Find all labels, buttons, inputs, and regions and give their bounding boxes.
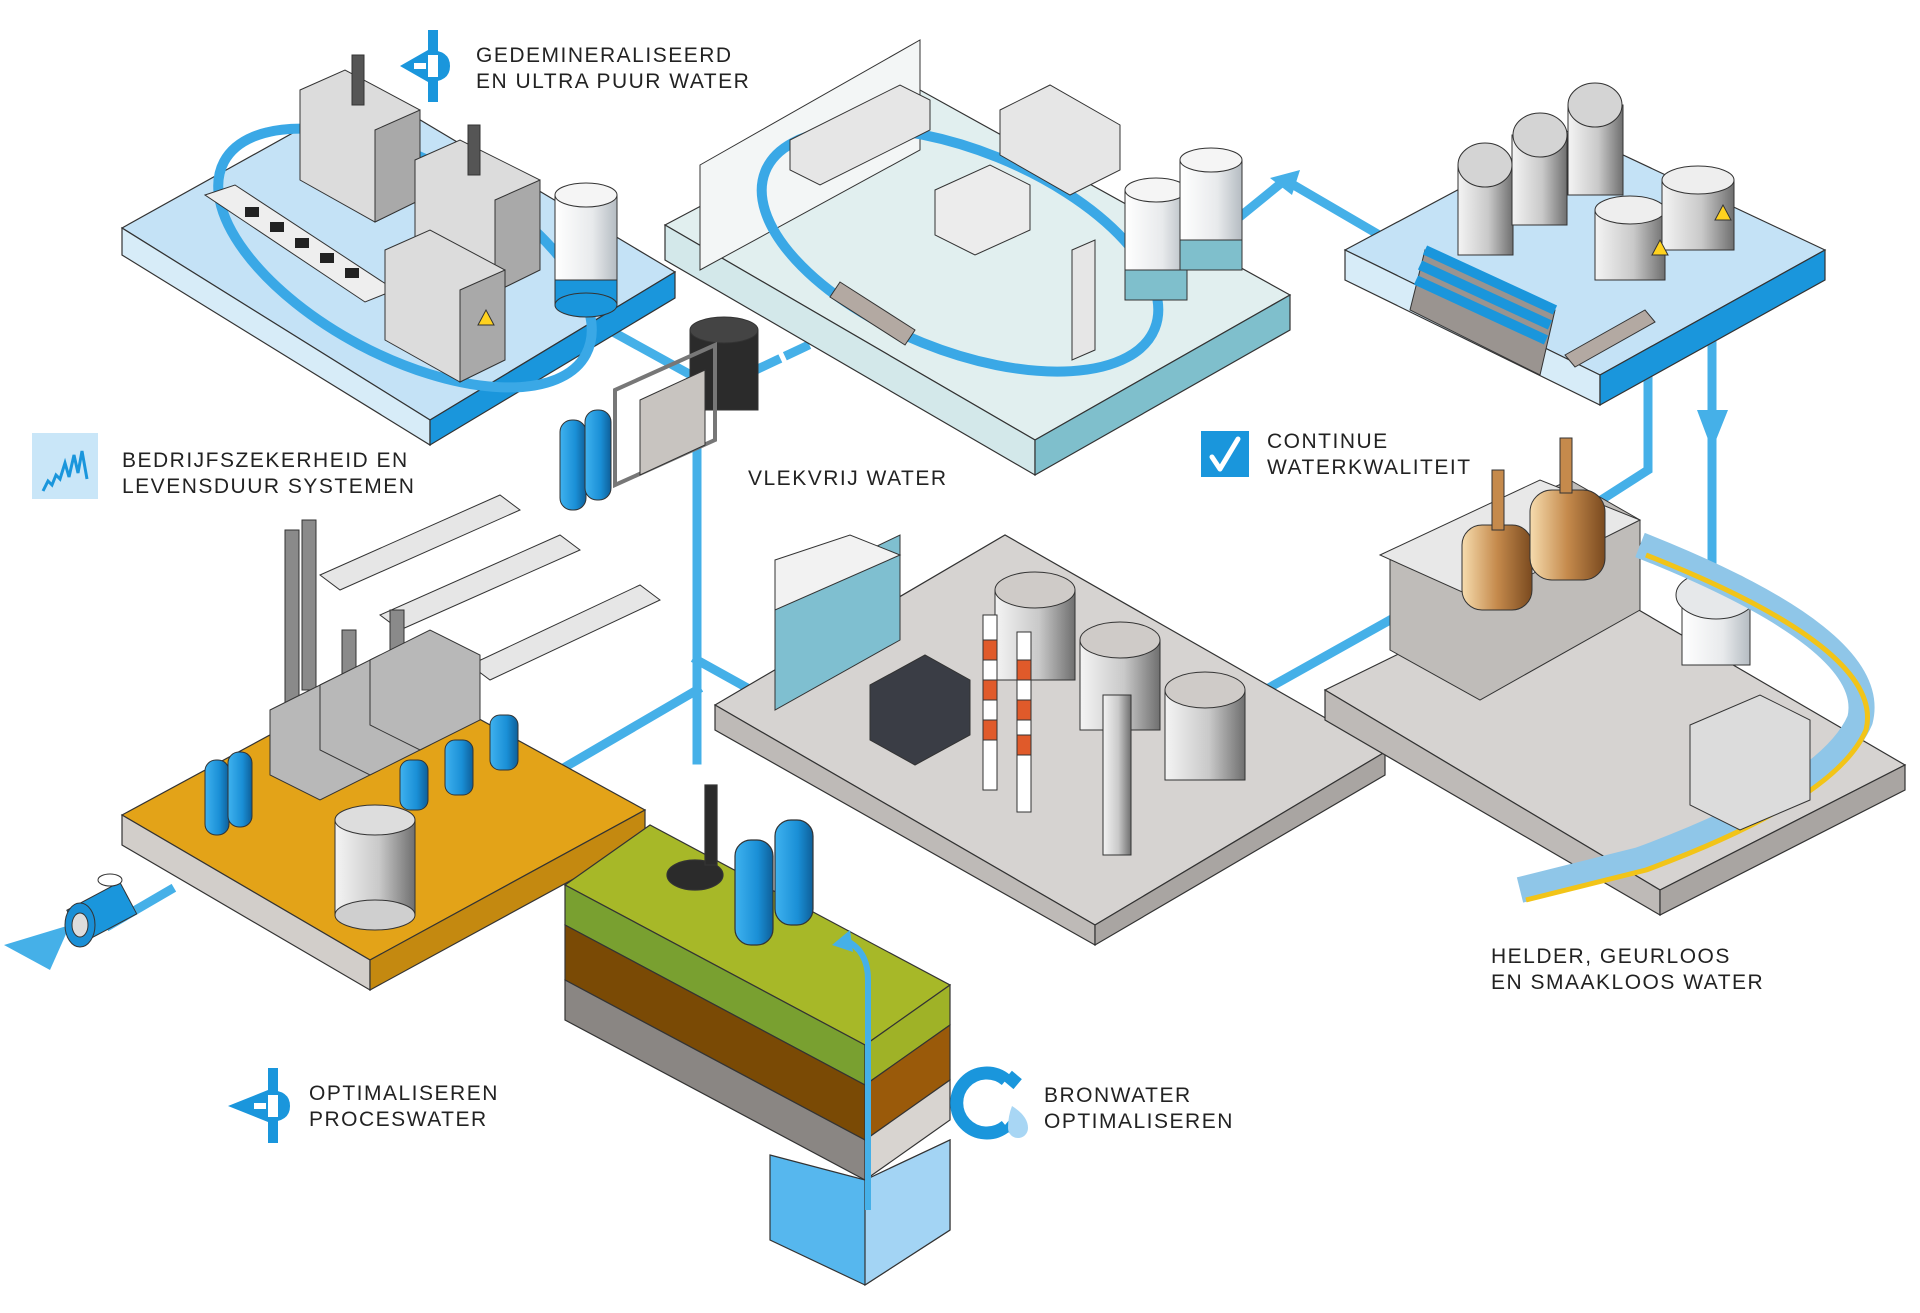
label-reliability: BEDRIJFSZEKERHEID EN LEVENSDUUR SYSTEMEN (122, 448, 415, 500)
inspection-tunnel (1689, 694, 1811, 831)
flow-arrow-outlet (4, 925, 70, 970)
cooling-column (1102, 694, 1132, 856)
label-line: HELDER, GEURLOOS (1491, 945, 1731, 968)
lab-bench (789, 84, 931, 186)
label-line: OPTIMALISEREN (1044, 1110, 1234, 1133)
boilers (269, 629, 481, 801)
striped-chimneys (982, 614, 1032, 813)
label-line: PROCESWATER (309, 1108, 488, 1131)
label-line: WATERKWALITEIT (1267, 456, 1472, 479)
magnet-drop-icon (950, 1066, 1028, 1140)
fan-coolers (319, 494, 661, 681)
lab-counter (999, 84, 1121, 196)
storage-tank (554, 182, 618, 318)
lab-purification-unit (1071, 239, 1096, 361)
filter-vessels (204, 714, 519, 836)
label-source-water: BRONWATER OPTIMALISEREN (1044, 1083, 1234, 1135)
ro-unit (559, 316, 759, 511)
filter-vessels (734, 819, 814, 946)
label-line: LEVENSDUUR SYSTEMEN (122, 475, 416, 498)
label-line: OPTIMALISEREN (309, 1082, 499, 1105)
pipe-ro-to-boiler (553, 683, 704, 777)
lab-platform (663, 39, 1292, 477)
dosing-tank (1594, 165, 1735, 281)
hot-water-tank (334, 804, 416, 931)
label-continuous-quality: CONTINUE WATERKWALITEIT (1267, 429, 1472, 481)
label-line: BEDRIJFSZEKERHEID EN (122, 449, 409, 472)
cooling-unit (869, 654, 971, 766)
uv-reactor (829, 281, 916, 346)
label-line: CONTINUE (1267, 430, 1389, 453)
pipe-power-to-brewery (1258, 613, 1397, 697)
process-cabinet (384, 229, 506, 383)
boiler-platform (120, 494, 661, 992)
checkmark-icon (1201, 431, 1249, 477)
label-spotfree-water: VLEKVRIJ WATER (748, 466, 948, 492)
label-line: BRONWATER (1044, 1084, 1192, 1107)
uv-reactor (1564, 309, 1656, 368)
flow-arrow-down (1697, 410, 1728, 450)
label-line: EN ULTRA PUUR WATER (476, 70, 751, 93)
treatment-platform (1343, 82, 1827, 407)
pressure-vessel (1457, 82, 1624, 256)
water-meter (64, 873, 138, 948)
label-line: VLEKVRIJ WATER (748, 467, 948, 490)
label-clear-water: HELDER, GEURLOOS EN SMAAKLOOS WATER (1491, 944, 1764, 996)
water-drop-valve-icon (228, 1068, 290, 1143)
power-plant-platform (713, 534, 1387, 947)
well-pump (666, 784, 724, 891)
flow-arrow-lab (1270, 170, 1300, 195)
label-line: EN SMAAKLOOS WATER (1491, 971, 1765, 994)
groundwater-block (563, 784, 952, 1287)
storage-tanks (994, 571, 1246, 781)
copper-vessels (1461, 437, 1606, 611)
water-drop-valve-icon (400, 30, 450, 102)
lab-desk (934, 164, 1031, 256)
lab-tanks (1124, 147, 1243, 301)
label-line: GEDEMINERALISEERD (476, 44, 733, 67)
label-process-water: OPTIMALISEREN PROCESWATER (309, 1081, 499, 1133)
label-demineralized-water: GEDEMINERALISEERD EN ULTRA PUUR WATER (476, 43, 750, 95)
office-building (774, 534, 902, 711)
chart-peaks-icon (32, 433, 98, 499)
brewery-platform (1323, 437, 1907, 917)
cleanroom-platform (120, 54, 677, 447)
ro-skid (1409, 245, 1558, 376)
